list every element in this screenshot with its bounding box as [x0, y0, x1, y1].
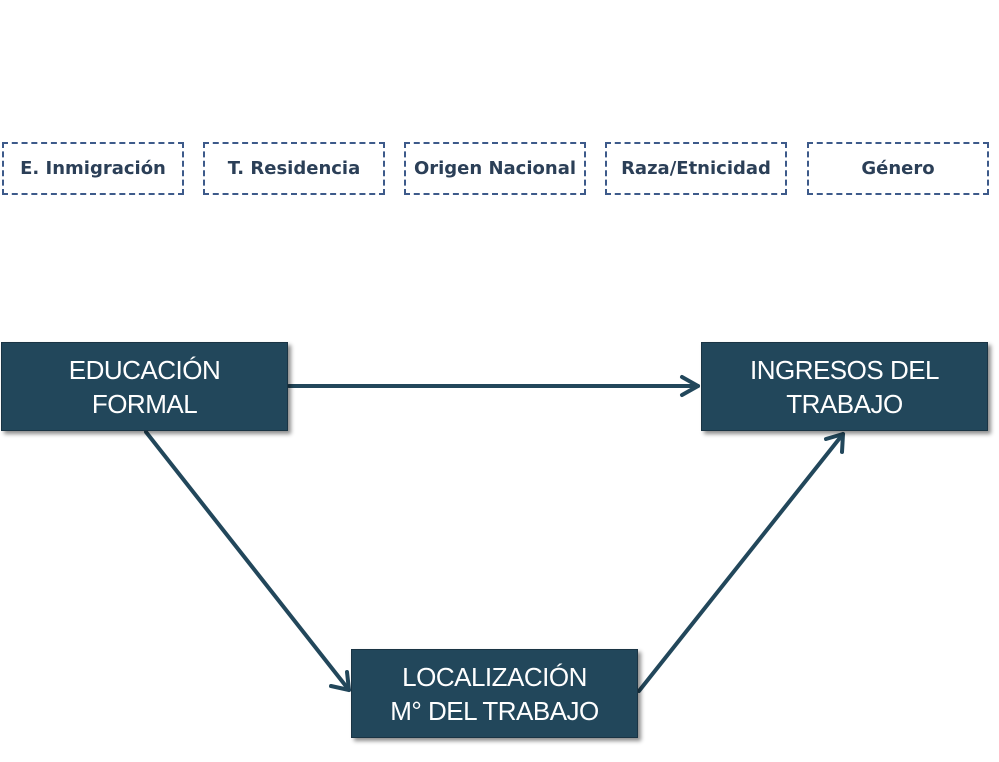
node-localizacion-line1: LOCALIZACIÓN [402, 661, 587, 692]
arrow-educacion-to-localizacion [144, 430, 351, 692]
node-educacion-formal: EDUCACIÓN FORMAL [1, 342, 288, 431]
node-educacion-line2: FORMAL [91, 388, 198, 419]
node-ingresos-line1: INGRESOS DEL [749, 354, 940, 385]
control-variable-raza-etnicidad: Raza/Etnicidad [605, 142, 787, 195]
arrow-localizacion-to-ingresos [637, 432, 845, 693]
node-ingresos-line2: TRABAJO [786, 388, 903, 419]
control-variables-row: E. Inmigración T. Residencia Origen Naci… [0, 142, 999, 198]
arrow-educacion-to-ingresos [287, 375, 700, 397]
control-variable-inmigracion: E. Inmigración [2, 142, 184, 195]
node-ingresos-del-trabajo: INGRESOS DEL TRABAJO [701, 342, 988, 431]
control-variable-origen-nacional: Origen Nacional [404, 142, 586, 195]
node-localizacion-mercado-trabajo: LOCALIZACIÓN M° DEL TRABAJO [351, 649, 638, 738]
control-variable-residencia: T. Residencia [203, 142, 385, 195]
control-variable-genero: Género [807, 142, 989, 195]
node-educacion-line1: EDUCACIÓN [68, 354, 221, 385]
node-localizacion-line2: M° DEL TRABAJO [390, 695, 599, 726]
